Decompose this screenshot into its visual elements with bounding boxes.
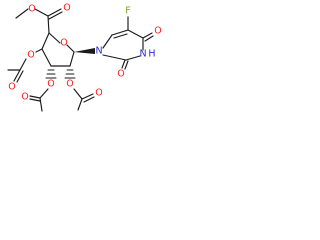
bond-c6-c5-inner <box>113 33 128 39</box>
bond-ester-o-carbonyl <box>34 8 49 17</box>
atom-ester-carbonyl-oxygen: O <box>63 3 70 14</box>
atom-ester-oxygen: O <box>28 4 35 15</box>
atom-fluorine: F <box>125 6 130 17</box>
bond-c4-o-double-2 <box>144 35 154 42</box>
bond-c3-c4 <box>41 48 52 67</box>
bond-c2-o-double-1 <box>121 59 126 69</box>
bond-carbonyl-to-c5 <box>47 15 50 34</box>
bond-n1-c6 <box>102 34 113 49</box>
bond-oac-b-carbonyl <box>39 88 49 99</box>
bond-ac-c-double-2 <box>83 96 95 103</box>
bond-c4-c5 <box>41 32 50 50</box>
bond-c4-oac <box>35 48 43 53</box>
bond-ac-c-methyl <box>77 98 83 111</box>
atom-acetoxy-oxygen-c: O <box>66 79 73 90</box>
bond-ester-carbonyl-double <box>47 8 62 17</box>
bond-n3-c2 <box>125 55 141 61</box>
wedge-c1-n <box>74 48 95 54</box>
bond-c6-c5-outer <box>111 29 129 36</box>
bond-methyl-ester <box>15 8 29 19</box>
bond-ester-carbonyl-double-2 <box>48 11 63 20</box>
bond-c1-c2 <box>69 51 75 67</box>
chemical-structure-diagram: O O O N N H F O O O O O O O O <box>7 3 162 112</box>
atom-acetoxy-oxygen-b: O <box>47 79 54 90</box>
bond-oac-c-carbonyl <box>73 88 83 100</box>
bond-c5-ring-o <box>48 32 61 44</box>
bond-ac-a-double-2 <box>16 70 24 83</box>
atom-label-layer: O O O N N H F O O O O O O O O <box>8 3 161 103</box>
bond-ring-o-c1 <box>66 44 75 53</box>
atom-acetoxy-carbonyl-b: O <box>21 92 28 103</box>
atom-ring-oxygen: O <box>60 38 67 49</box>
bond-ac-b-double-2 <box>29 98 41 102</box>
atom-imide-hydrogen: H <box>148 49 155 60</box>
bond-c2-n1 <box>102 54 127 61</box>
atom-glycosyl-nitrogen: N <box>95 46 102 57</box>
bond-c2-o-double-2 <box>124 60 129 70</box>
bond-c4-o-double-1 <box>142 32 153 39</box>
atom-imide-nitrogen: N <box>139 49 146 60</box>
bond-layer <box>7 8 154 112</box>
bond-oac-a-carbonyl <box>19 58 27 71</box>
atom-acetoxy-carbonyl-a: O <box>8 82 15 93</box>
atom-acetoxy-oxygen-a: O <box>27 50 34 61</box>
bond-ac-c-double-1 <box>81 93 94 100</box>
atom-carbonyl-oxygen-top: O <box>154 26 161 37</box>
atom-carbonyl-oxygen-bottom: O <box>117 69 124 80</box>
bond-ac-a-double-1 <box>13 69 21 82</box>
bond-ac-b-double-1 <box>29 95 41 99</box>
bond-c5-c4 <box>127 29 144 39</box>
bond-ac-b-methyl <box>39 97 43 112</box>
atom-acetoxy-carbonyl-c: O <box>95 88 102 99</box>
